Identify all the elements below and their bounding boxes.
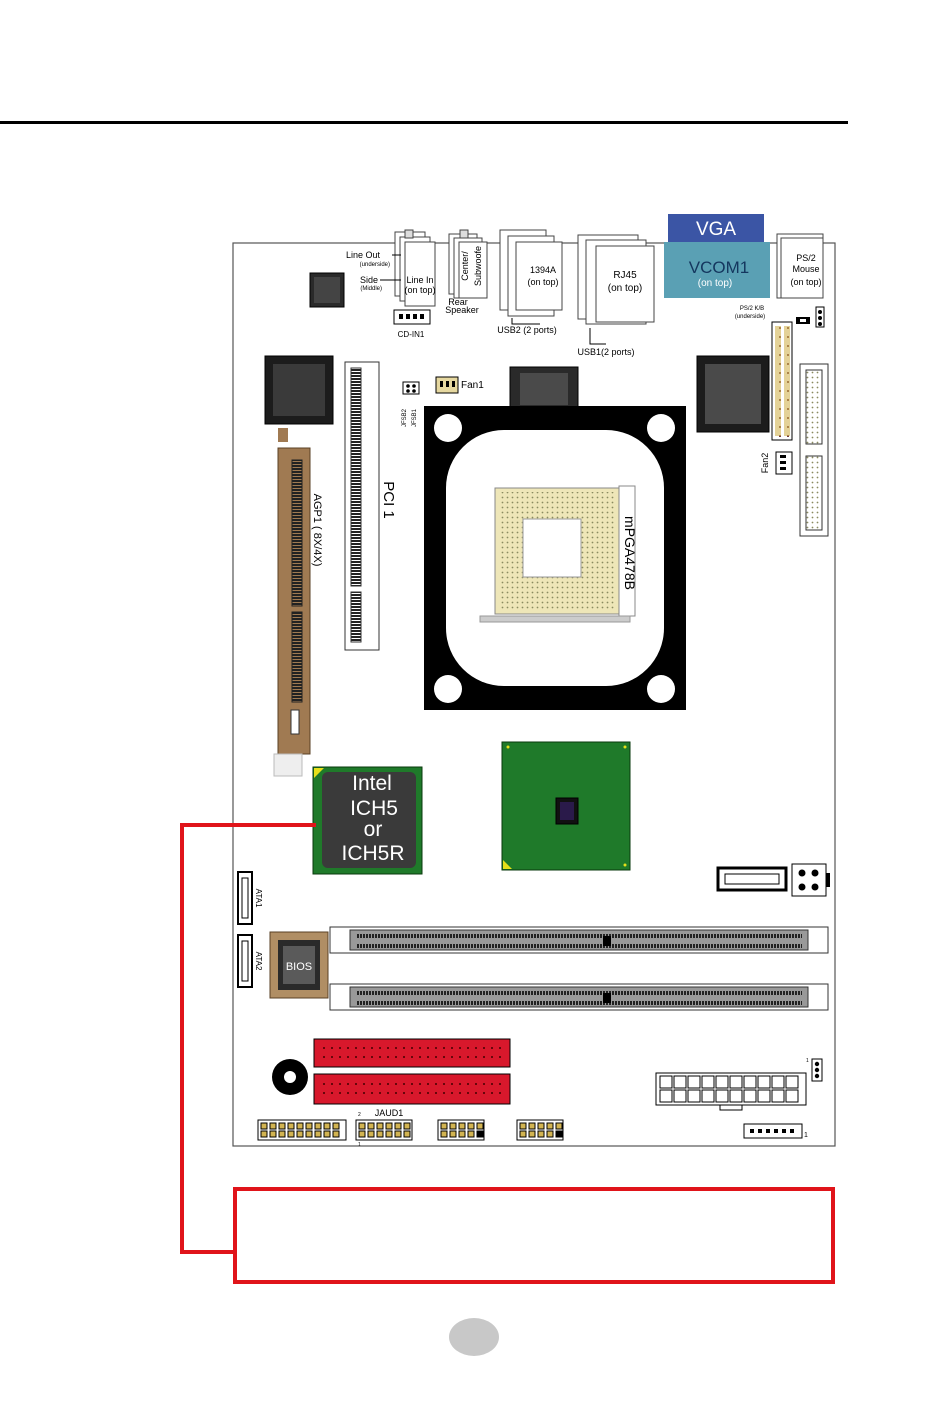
header-pin1-label: 1 bbox=[804, 1132, 808, 1139]
vcom-connector bbox=[664, 242, 770, 298]
side-sub-label: (Middle) bbox=[360, 286, 382, 292]
pci1-slot bbox=[344, 361, 380, 651]
ps2-mouse-sub-label: Mouse bbox=[792, 264, 819, 274]
fan2-label: Fan2 bbox=[760, 453, 770, 474]
line-out-sub-label: (underside) bbox=[360, 262, 390, 268]
rj45-sub-label: (on top) bbox=[608, 283, 642, 294]
ich-label-intel: Intel bbox=[352, 772, 392, 795]
vcom-label: VCOM1 bbox=[689, 258, 749, 277]
ide-connector-2 bbox=[313, 1073, 511, 1105]
cd-in-header bbox=[393, 309, 431, 325]
subwoofer-label: Subwoofe bbox=[473, 246, 483, 286]
cpu-socket bbox=[424, 406, 686, 710]
line-in-label: Line In bbox=[406, 275, 433, 285]
page-number-dot bbox=[449, 1318, 499, 1356]
center-label: Center/ bbox=[460, 251, 470, 281]
jfsb-jumpers bbox=[402, 381, 420, 395]
cpu-socket-label: mPGA478B bbox=[622, 516, 638, 590]
ieee1394-usb2-stack: 1394A (on top) bbox=[499, 229, 563, 317]
ps2-mouse-pos-label: (on top) bbox=[790, 277, 821, 287]
pci1-label: PCI 1 bbox=[380, 481, 397, 519]
ich-label-ich5: ICH5 bbox=[350, 797, 398, 820]
dimm-slot-1 bbox=[329, 926, 829, 954]
atx-20pin-power bbox=[655, 1072, 807, 1111]
ps2-mouse-label: PS/2 bbox=[796, 253, 816, 263]
vga-label: VGA bbox=[696, 219, 736, 240]
rj45-usb1-stack: RJ45 (on top) bbox=[577, 234, 655, 325]
jaud1-pin2-label: 2 bbox=[358, 1112, 361, 1118]
front-panel-header-bottom bbox=[257, 1119, 347, 1141]
jfsb2-label: JFSB2 bbox=[402, 408, 408, 427]
ata2-label: ATA2 bbox=[254, 952, 263, 971]
ich5-chip: Intel ICH5 or ICH5R bbox=[312, 766, 423, 875]
rj45-label: RJ45 bbox=[613, 270, 637, 281]
jfsb1-label: JFSB1 bbox=[412, 408, 418, 427]
center-subwoofer-stack: Center/ Subwoofe bbox=[448, 229, 488, 299]
bottom-right-header bbox=[743, 1123, 803, 1139]
cd-in-label: CD-IN1 bbox=[398, 330, 425, 339]
ps2-kb-sub-label: (underside) bbox=[735, 314, 765, 320]
bios-chip: BIOS bbox=[269, 931, 329, 999]
usb2-label: USB2 (2 ports) bbox=[497, 325, 557, 335]
jumper-pin1-label: 1 bbox=[806, 1058, 809, 1064]
agp1-label: AGP1 ( 8X/4X) bbox=[311, 494, 323, 567]
fan1-label: Fan1 bbox=[461, 380, 484, 391]
mch-chip bbox=[501, 741, 631, 871]
callout-leader-line bbox=[180, 823, 316, 1254]
usb-header-3 bbox=[437, 1119, 485, 1141]
jaud1-label: JAUD1 bbox=[375, 1108, 404, 1118]
vcom-sub-label: (on top) bbox=[698, 278, 732, 289]
side-label: Side bbox=[360, 275, 378, 285]
callout-box bbox=[233, 1187, 835, 1284]
jaud1-pin1-label: 1 bbox=[358, 1142, 361, 1148]
line-in-sub-label: (on top) bbox=[404, 285, 435, 295]
bios-label: BIOS bbox=[286, 961, 312, 973]
usb1-label: USB1(2 ports) bbox=[577, 347, 634, 357]
usb-header-4 bbox=[516, 1119, 564, 1141]
ieee1394-sub-label: (on top) bbox=[527, 277, 558, 287]
atx-4pin-power bbox=[791, 863, 827, 897]
front-header-column bbox=[771, 321, 793, 441]
ata1-label: ATA1 bbox=[254, 889, 263, 908]
agp1-slot bbox=[273, 428, 311, 777]
dimm-slot-2 bbox=[329, 983, 829, 1011]
rear-label: Rear bbox=[448, 297, 468, 307]
ieee1394-label: 1394A bbox=[530, 265, 556, 275]
jaud1-header bbox=[355, 1119, 413, 1141]
ich-label-ich5r: ICH5R bbox=[341, 842, 404, 865]
line-out-label: Line Out bbox=[346, 250, 381, 260]
ich-label-or: or bbox=[364, 818, 383, 841]
speaker-label: Speaker bbox=[445, 305, 479, 315]
vga-connector bbox=[668, 214, 764, 242]
audio-jack-stack: Line In (on top) bbox=[394, 229, 436, 307]
header-rule bbox=[0, 121, 848, 124]
ide-connector-1 bbox=[313, 1038, 511, 1068]
ps2-kb-label: PS/2 K/B bbox=[740, 306, 764, 312]
